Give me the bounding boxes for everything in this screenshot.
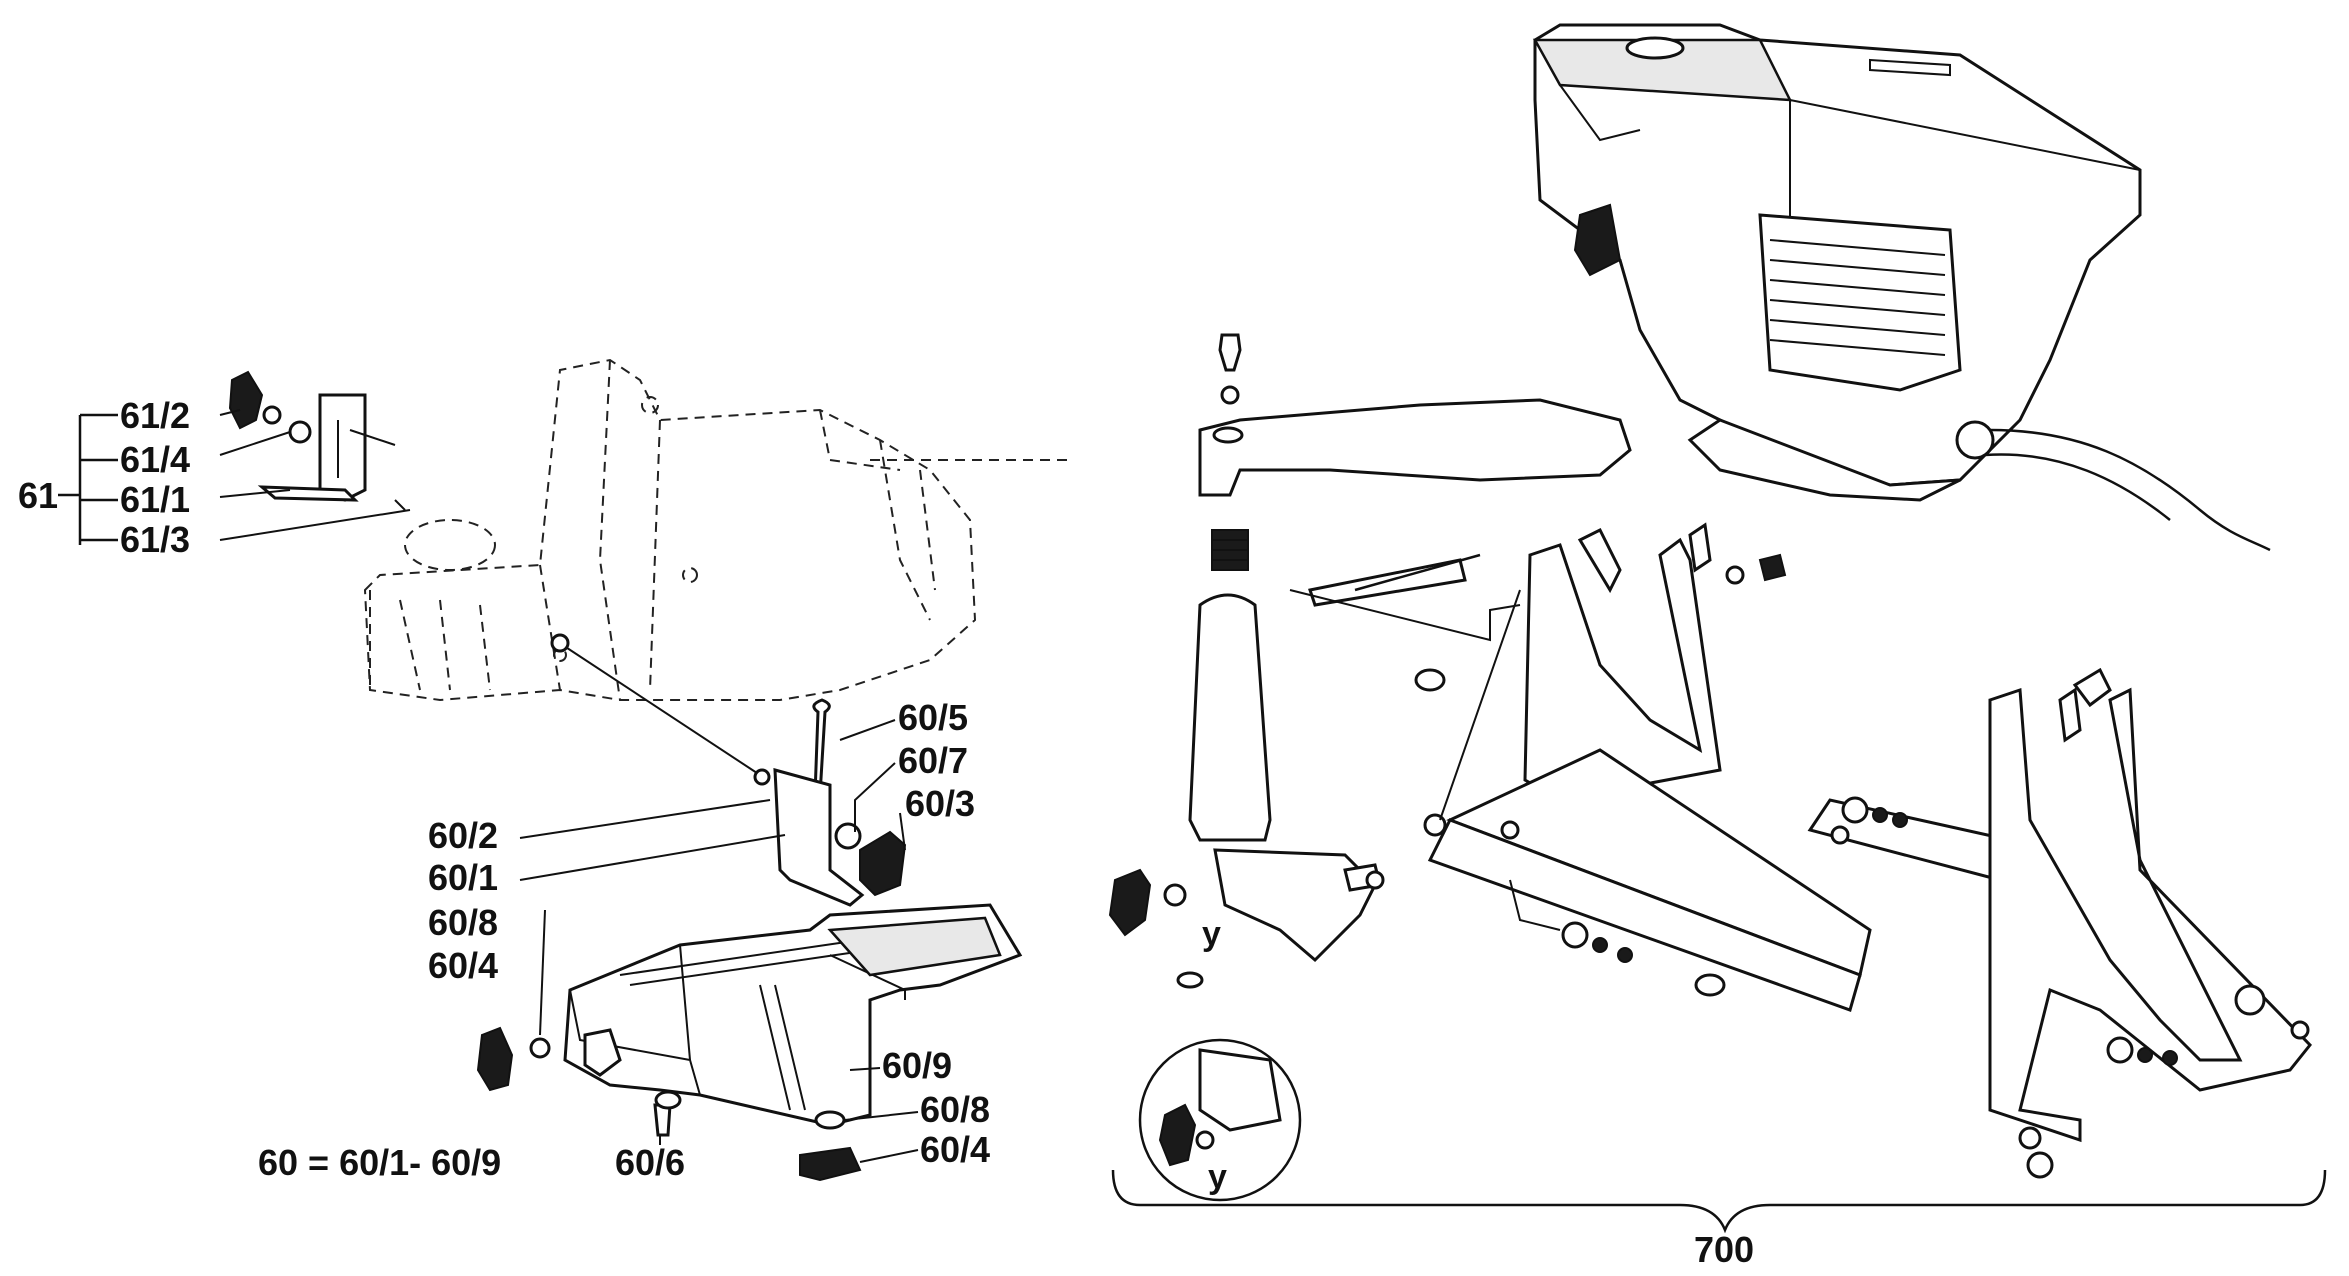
label-61-3: 61/3 [120, 519, 190, 560]
label-y-main: y [1202, 915, 1221, 953]
label-y-detail: y [1208, 1158, 1227, 1196]
label-61-1: 61/1 [120, 479, 190, 520]
label-60-8-lower: 60/8 [920, 1089, 990, 1130]
label-60-6: 60/6 [615, 1142, 685, 1183]
stand-hardware [1354, 553, 2178, 1179]
label-60-7: 60/7 [898, 740, 968, 781]
label-61: 61 [18, 475, 58, 516]
brace-700 [1111, 1169, 2327, 1234]
label-61-bracket [58, 409, 411, 545]
label-60-8-upper: 60/8 [428, 902, 498, 943]
label-61-2: 61/2 [120, 395, 190, 436]
label-60-1: 60/1 [428, 857, 498, 898]
label-60-4-upper: 60/4 [428, 945, 498, 986]
label-60-2: 60/2 [428, 815, 498, 856]
label-60-formula: 60 = 60/1- 60/9 [258, 1142, 501, 1183]
label-700: 700 [1694, 1229, 1754, 1270]
label-60-9: 60/9 [882, 1045, 952, 1086]
guide-60-parts [476, 633, 1023, 1182]
label-60-leaders [519, 719, 919, 1163]
stand-frame [1289, 522, 2312, 1150]
fence-61-parts [228, 370, 406, 511]
label-60-4-lower: 60/4 [920, 1129, 990, 1170]
planer-motor-head [1532, 23, 2271, 552]
label-60-3: 60/3 [905, 783, 975, 824]
detail-inset-y [1138, 1038, 1302, 1202]
support-arm-assembly [1108, 333, 1632, 989]
label-60-5: 60/5 [898, 697, 968, 738]
label-61-4: 61/4 [120, 439, 190, 480]
planer-ghost-outline [363, 358, 1070, 702]
